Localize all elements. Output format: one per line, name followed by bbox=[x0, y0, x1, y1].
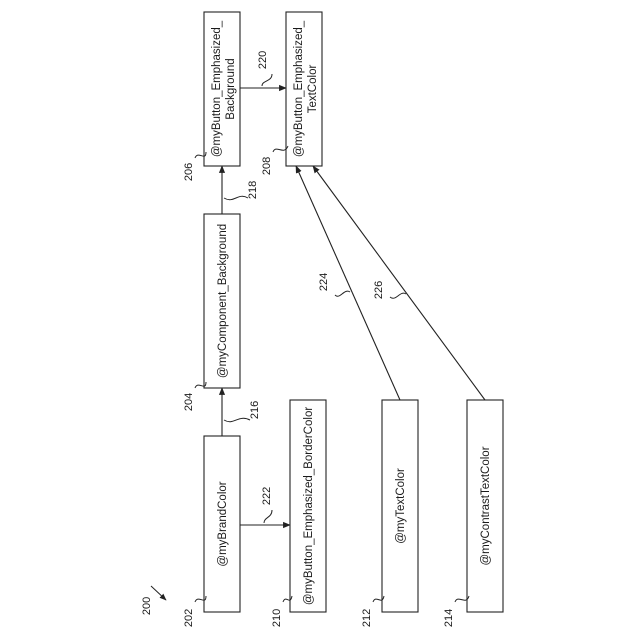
ref-208-label: 208 bbox=[261, 157, 273, 175]
node-my-contrast-text-color: @myContrastTextColor bbox=[467, 400, 503, 612]
ref-210-label: 210 bbox=[271, 609, 283, 627]
ref-216-label: 216 bbox=[249, 401, 261, 419]
ref-206-label: 206 bbox=[183, 163, 195, 181]
node-my-brand-color: @myBrandColor bbox=[204, 436, 240, 612]
ref-220-group: 220 bbox=[257, 51, 272, 86]
node-label-line2: TextColor bbox=[307, 65, 319, 114]
node-my-text-color: @myTextColor bbox=[382, 400, 418, 612]
ref-202-label: 202 bbox=[183, 609, 195, 627]
ref-214-label: 214 bbox=[443, 609, 455, 627]
node-label: @myButton_Emphasized_BorderColor bbox=[303, 407, 315, 605]
ref-208-group: 208 bbox=[261, 146, 288, 175]
figure-ref-label: 200 bbox=[141, 597, 153, 615]
node-label: @myContrastTextColor bbox=[480, 446, 492, 565]
ref-212-label: 212 bbox=[361, 609, 373, 627]
ref-226-label: 226 bbox=[373, 281, 385, 299]
node-label: @myTextColor bbox=[395, 468, 407, 544]
node-my-button-emphasized-background: @myButton_Emphasized_ Background bbox=[204, 12, 240, 166]
ref-214-group: 214 bbox=[443, 596, 469, 627]
node-my-button-emphasized-text-color: @myButton_Emphasized_ TextColor bbox=[286, 12, 322, 166]
node-label-line1: @myButton_Emphasized_ bbox=[211, 20, 223, 157]
ref-222-group: 222 bbox=[261, 487, 273, 523]
edge-226 bbox=[313, 166, 485, 400]
ref-204-label: 204 bbox=[183, 393, 195, 411]
ref-210-group: 210 bbox=[271, 596, 292, 627]
ref-218-label: 218 bbox=[247, 181, 259, 199]
ref-220-label: 220 bbox=[257, 51, 269, 69]
node-label: @myBrandColor bbox=[217, 481, 229, 566]
node-label-line1: @myButton_Emphasized_ bbox=[293, 20, 305, 157]
figure-ref-group: 200 bbox=[141, 586, 166, 615]
ref-202-group: 202 bbox=[183, 596, 206, 627]
ref-218-group: 218 bbox=[224, 181, 259, 200]
ref-226-group: 226 bbox=[373, 281, 406, 299]
node-label: @myComponent_Background bbox=[217, 224, 229, 378]
figure-ref-pointer bbox=[151, 586, 166, 600]
ref-222-label: 222 bbox=[261, 487, 273, 505]
ref-206-group: 206 bbox=[183, 152, 206, 181]
node-my-component-background: @myComponent_Background bbox=[204, 214, 240, 388]
ref-204-group: 204 bbox=[183, 382, 206, 411]
ref-212-group: 212 bbox=[361, 596, 384, 627]
ref-224-label: 224 bbox=[318, 273, 330, 291]
node-my-button-emphasized-border-color: @myButton_Emphasized_BorderColor bbox=[290, 400, 326, 612]
node-label-line2: Background bbox=[225, 58, 237, 119]
ref-216-group: 216 bbox=[224, 401, 261, 422]
